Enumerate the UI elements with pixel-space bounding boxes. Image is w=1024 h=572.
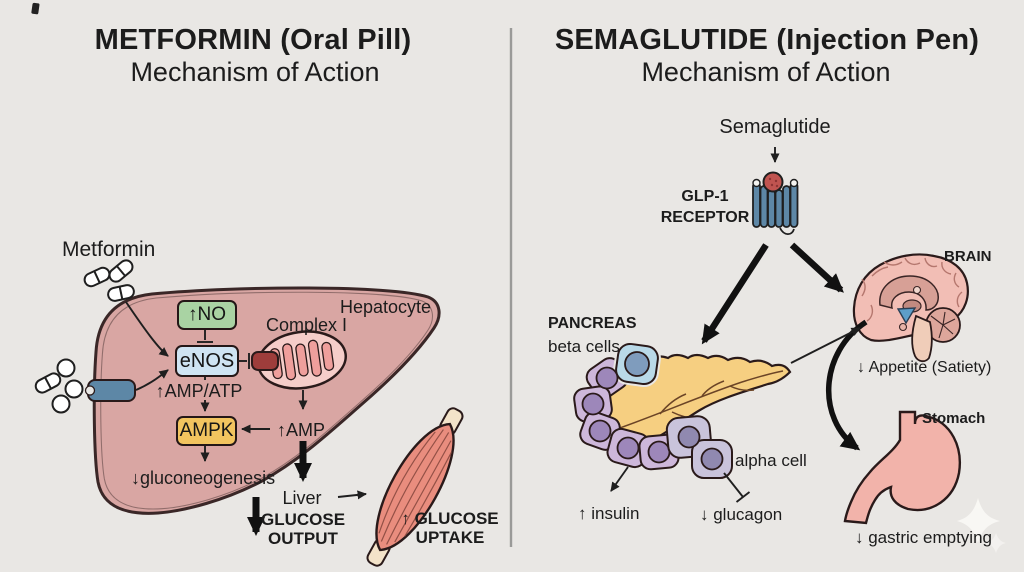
appetite-label: ↓ Appetite (Satiety) [857,359,992,376]
muscle-striations [378,429,452,545]
thick-arrow-receptor-to-brain [789,242,844,293]
hypothalamus [896,307,917,325]
corpus-callosum [879,275,939,311]
crista [307,339,322,377]
receptor-cap [789,178,799,188]
brainstem [911,314,933,363]
cell-nucleus [581,392,605,416]
glucose-output-label: GLUCOSE OUTPUT [261,510,345,548]
glucagon-label: ↓ glucagon [700,505,783,524]
glucose-output-line1: GLUCOSE [260,510,346,529]
no-box: ↑NO [177,300,237,330]
liver-shape [92,286,441,515]
arrow-transporter-to-enos [135,369,169,391]
receptor-helix [774,189,784,228]
glucose-output-line2: OUTPUT [268,529,338,549]
left-connectors [125,301,367,500]
hepatocyte-label: Hepatocyte [340,297,432,317]
crista [282,343,297,381]
metformin-label: Metformin [62,238,156,261]
glp1-receptor-label: GLP-1 RECEPTOR [661,186,750,228]
semaglutide-subtitle: Mechanism of Action [641,57,891,87]
crista [321,341,335,371]
pancreas-label: PANCREAS [548,315,637,332]
ampk-box: AMPK [176,416,237,446]
arrow-pills-to-enos [125,301,169,357]
receptor-helix [752,182,761,228]
sparkle-watermark [957,498,1006,553]
thick-arrow-receptor-to-pancreas [701,243,769,345]
cell-nucleus [700,447,724,471]
insulin-label: ↑ insulin [578,504,640,523]
amp-label: ↑AMP [277,420,326,440]
complex1-label: Complex I [266,315,348,335]
receptor-helix [789,182,799,228]
metformin-title: METFORMIN (Oral Pill) [94,24,412,56]
glp1-line1: GLP-1 [681,188,729,205]
amp-atp-label: ↑AMP/ATP [155,381,243,401]
stomach-label: Stomach [922,410,986,427]
glp1-receptor-illustration [752,171,799,236]
receptor-helix [782,185,791,228]
artifact-mark [31,2,40,15]
cell-nucleus [616,436,640,460]
brain-illustration [852,253,969,363]
receptor-helix [767,189,776,228]
crista [295,343,309,377]
inhibit-alpha-glucagon-stem [723,472,744,498]
liver-inner-membrane [100,291,433,510]
glucose-uptake-label: ↑ GLUCOSE UPTAKE [401,509,498,547]
muscle-illustration [366,407,464,567]
ventricle [912,285,922,295]
cell-nucleus [588,419,612,443]
glucose-uptake-line2: UPTAKE [415,528,485,548]
cell-nucleus [647,440,671,464]
stomach-shape [843,410,961,525]
pituitary [898,322,908,332]
beta-cells-label: beta cells [548,337,620,356]
gastric-emptying-label: ↓ gastric emptying [855,528,992,547]
enos-box: eNOS [175,345,239,377]
complex1-site [251,351,279,371]
semaglutide-title: SEMAGLUTIDE (Injection Pen) [554,24,980,56]
gyri-lines [861,257,963,322]
alpha-cell-label: alpha cell [735,451,807,470]
glucose-uptake-line1: ↑ GLUCOSE [401,509,499,528]
brain-label: BRAIN [944,248,992,265]
glp1-line2: RECEPTOR [660,209,750,226]
gluconeogenesis-label: ↓gluconeogenesis [131,468,276,488]
receptor-tail-loop [779,227,795,236]
receptor-helix [759,185,769,228]
cell-nucleus [595,366,619,390]
cell-nucleus [677,425,701,449]
arrow-liver-to-muscle [337,490,367,500]
blue-cell-nucleus [624,351,650,377]
semaglutide-ligand [762,171,784,193]
cerebellum-lines [930,311,956,339]
inhibit-alpha-glucagon-bar [735,491,751,503]
liver-label: Liver [282,488,322,508]
receptor-cap [752,178,761,188]
islet-cells [573,340,733,479]
arrow-pancreas-to-brain [790,327,861,364]
semaglutide-label: Semaglutide [719,116,831,138]
liver-illustration [92,286,441,515]
metformin-subtitle: Mechanism of Action [130,57,380,87]
transporter-notch [84,385,96,396]
metformin-pills [34,259,135,414]
arrow-beta-to-insulin [610,466,629,492]
ligand-texture [768,177,779,188]
mitochondria-illustration [257,330,347,390]
